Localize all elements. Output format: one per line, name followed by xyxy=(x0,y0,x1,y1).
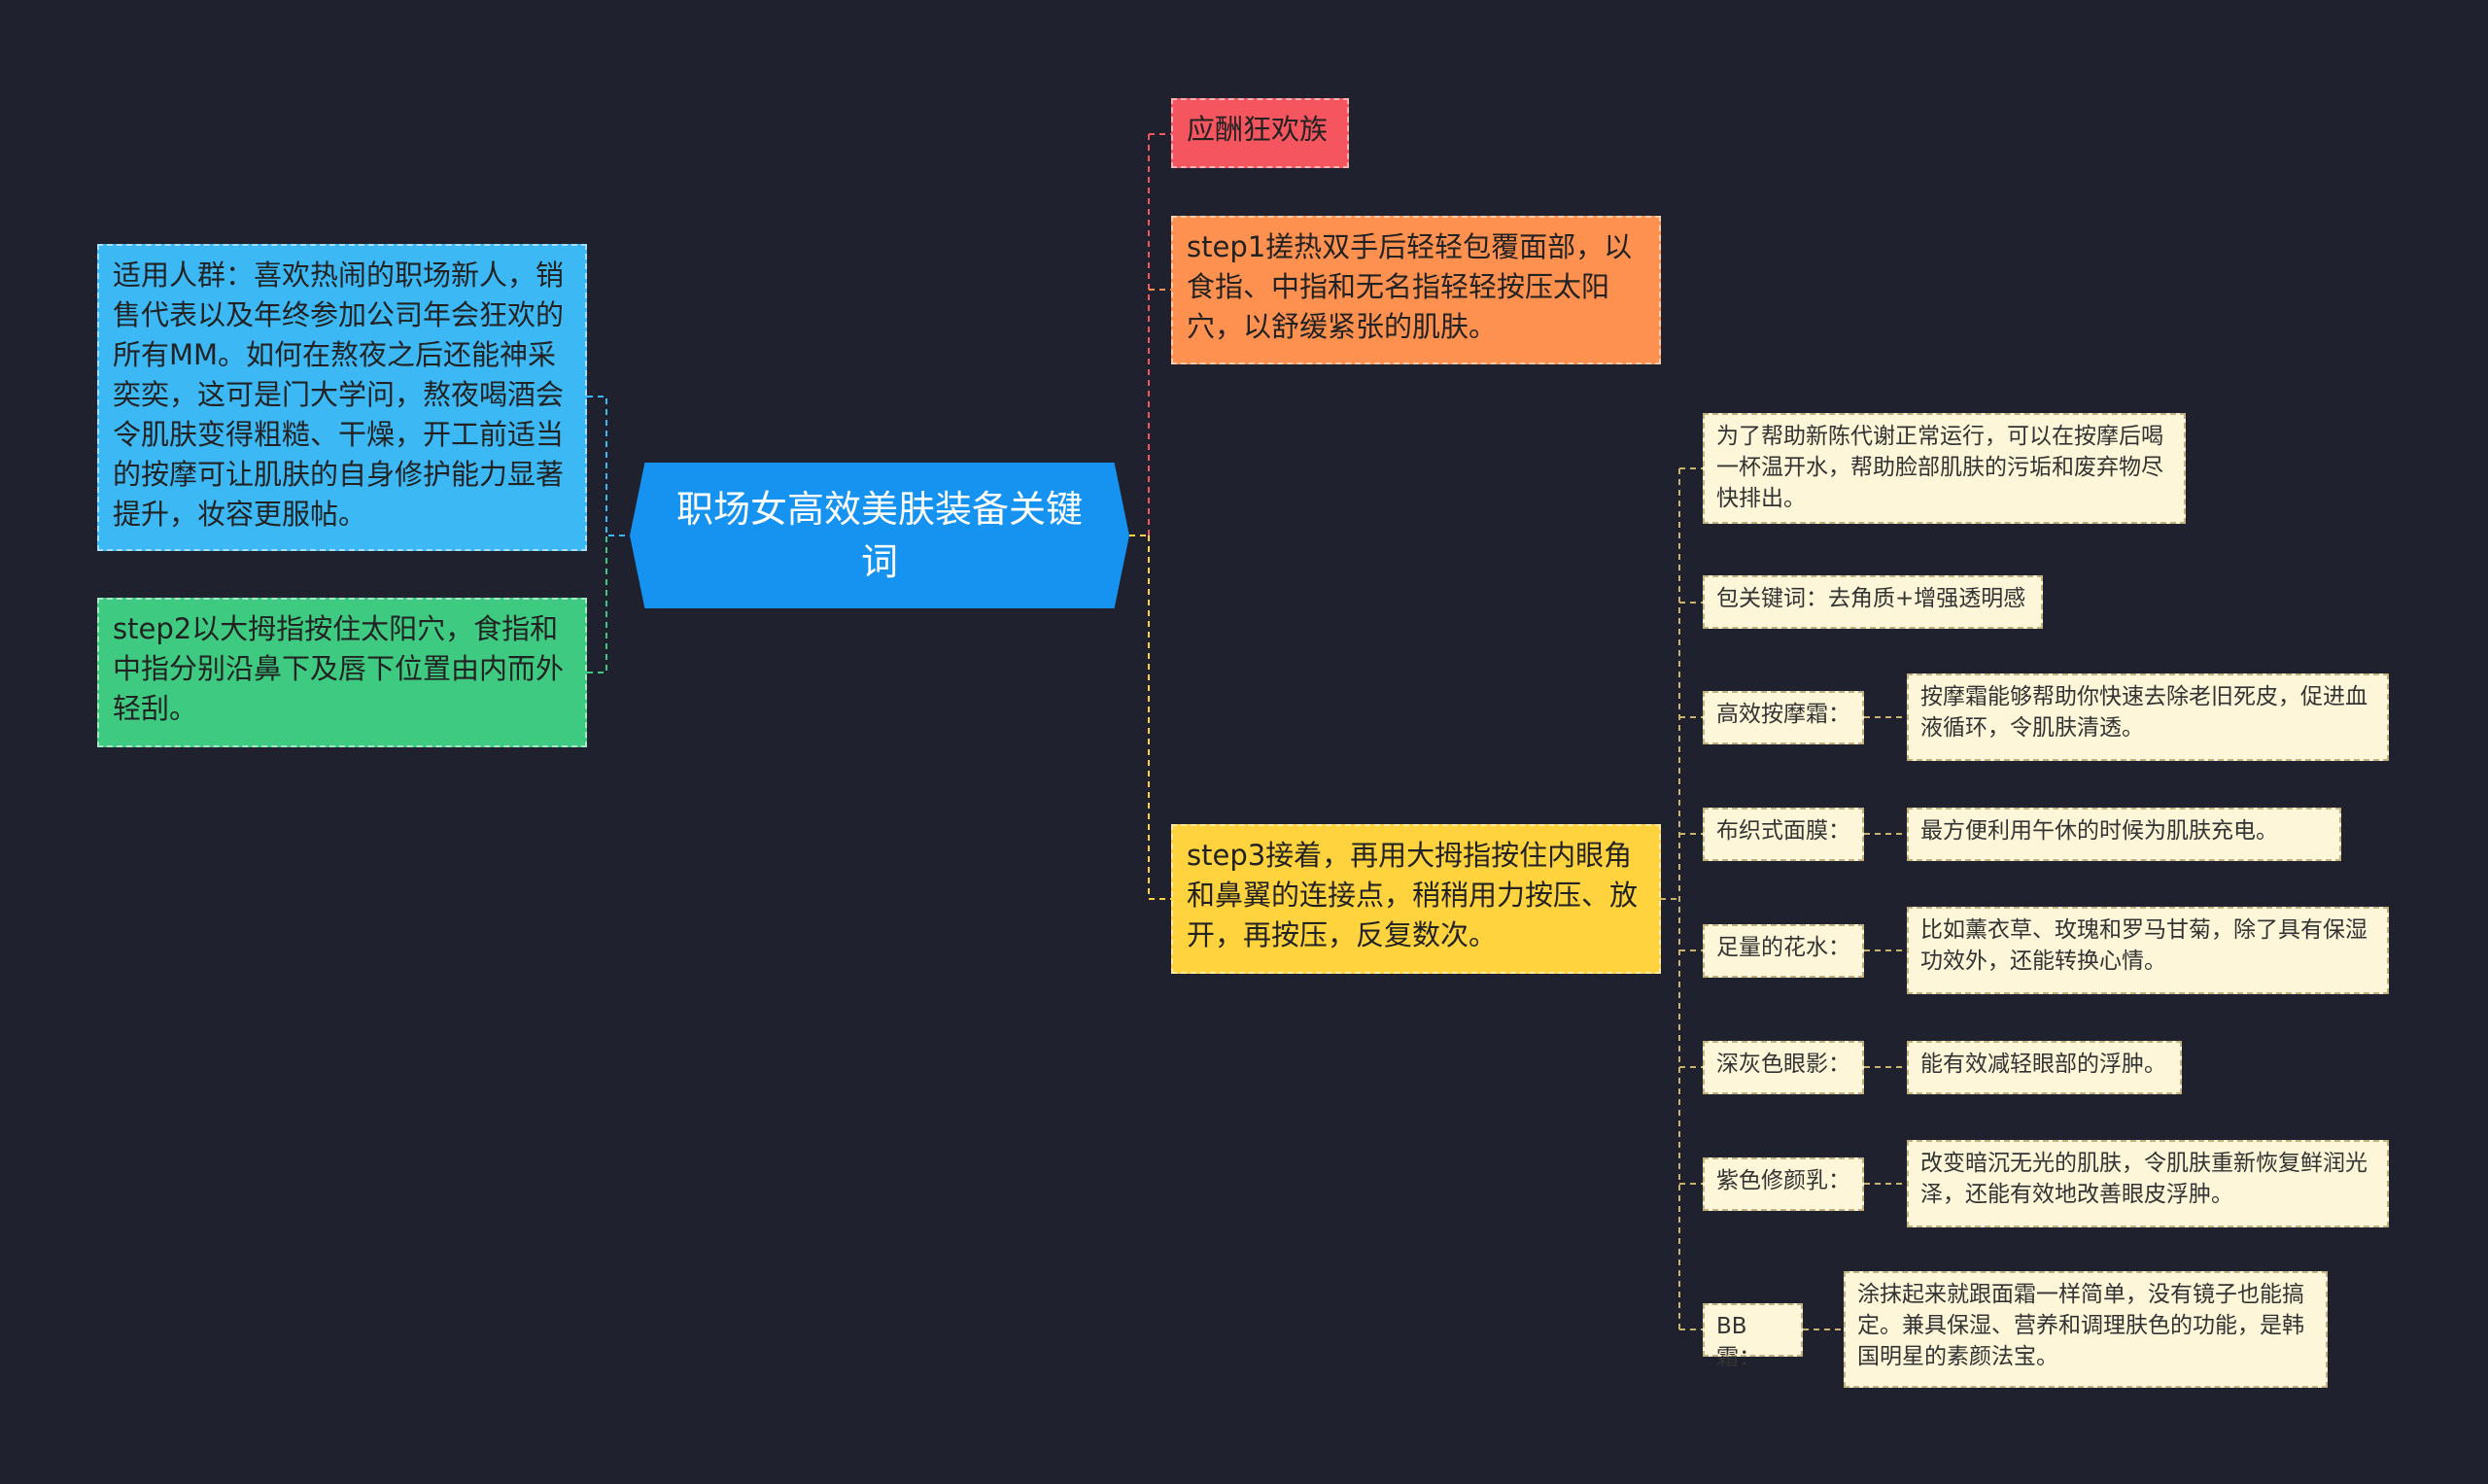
step3-child-water[interactable]: 为了帮助新陈代谢正常运行，可以在按摩后喝一杯温开水，帮助脸部肌肤的污垢和废弃物尽… xyxy=(1703,413,2186,524)
step3-child-floral-water-detail[interactable]: 比如薰衣草、玫瑰和罗马甘菊，除了具有保湿功效外，还能转换心情。 xyxy=(1907,907,2389,994)
step3-child-sheet-mask-label[interactable]: 布织式面膜： xyxy=(1703,808,1864,861)
step3-child-bb-cream-label[interactable]: BB霜： xyxy=(1703,1303,1803,1370)
step3-child-purple-primer-label[interactable]: 紫色修颜乳： xyxy=(1703,1157,1864,1211)
step3-child-bb-cream-detail[interactable]: 涂抹起来就跟面霜一样简单，没有镜子也能搞定。兼具保湿、营养和调理肤色的功能，是韩… xyxy=(1844,1271,2328,1388)
step3-child-massage-cream-label[interactable]: 高效按摩霜： xyxy=(1703,691,1864,744)
step3-child-keywords[interactable]: 包关键词：去角质+增强透明感 xyxy=(1703,575,2043,629)
left-node-step2[interactable]: step2以大拇指按住太阳穴，食指和中指分别沿鼻下及唇下位置由内而外轻刮。 xyxy=(97,598,587,747)
step3-child-sheet-mask-detail[interactable]: 最方便利用午休的时候为肌肤充电。 xyxy=(1907,808,2341,861)
root-topic[interactable]: 职场女高效美肤装备关键词 xyxy=(630,463,1129,608)
step3-child-purple-primer-detail[interactable]: 改变暗沉无光的肌肤，令肌肤重新恢复鲜润光泽，还能有效地改善眼皮浮肿。 xyxy=(1907,1140,2389,1227)
right-node-step1[interactable]: step1搓热双手后轻轻包覆面部，以食指、中指和无名指轻轻按压太阳穴，以舒缓紧张… xyxy=(1171,216,1661,364)
step3-child-eyeshadow-detail[interactable]: 能有效减轻眼部的浮肿。 xyxy=(1907,1041,2182,1094)
right-node-party-group[interactable]: 应酬狂欢族 xyxy=(1171,98,1349,168)
right-node-step3[interactable]: step3接着，再用大拇指按住内眼角和鼻翼的连接点，稍稍用力按压、放开，再按压，… xyxy=(1171,824,1661,974)
step3-child-massage-cream-detail[interactable]: 按摩霜能够帮助你快速去除老旧死皮，促进血液循环，令肌肤清透。 xyxy=(1907,673,2389,761)
left-node-audience[interactable]: 适用人群：喜欢热闹的职场新人，销售代表以及年终参加公司年会狂欢的所有MM。如何在… xyxy=(97,244,587,551)
step3-child-floral-water-label[interactable]: 足量的花水： xyxy=(1703,924,1864,978)
step3-child-eyeshadow-label[interactable]: 深灰色眼影： xyxy=(1703,1041,1864,1094)
